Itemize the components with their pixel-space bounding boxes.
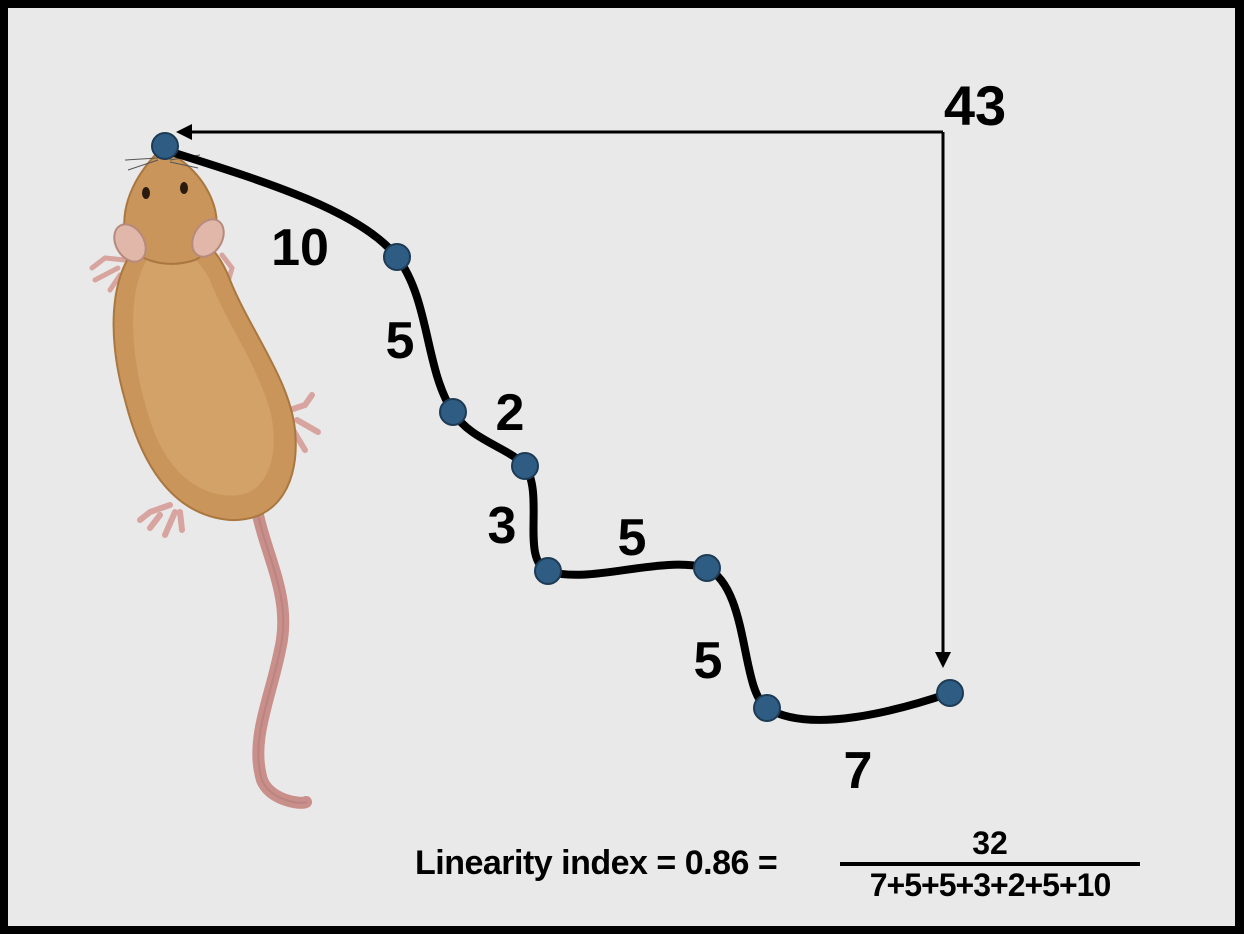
waypoint (511, 452, 539, 480)
formula-numerator: 32 (972, 825, 1008, 861)
segment-label: 5 (618, 509, 647, 567)
mouse-illustration (89, 148, 321, 809)
straight-line-arrow (176, 124, 951, 668)
segment-label: 10 (271, 219, 329, 277)
waypoints (151, 132, 964, 722)
waypoint (383, 243, 411, 271)
waypoint-start (151, 132, 179, 160)
linearity-formula: Linearity index = 0.86 = 32 7+5+5+3+2+5+… (415, 826, 1155, 906)
segment-label: 7 (844, 742, 873, 800)
formula-denominator: 7+5+5+3+2+5+10 (869, 867, 1112, 903)
waypoint (753, 694, 781, 722)
waypoint (439, 398, 467, 426)
waypoint (534, 557, 562, 585)
fraction-bar (840, 862, 1140, 866)
diagram-canvas: 43 10 5 2 3 5 5 7 Linearity index = 0.86… (8, 8, 1235, 926)
diagram-svg: 43 10 5 2 3 5 5 7 (89, 74, 1006, 809)
segment-label: 5 (694, 632, 723, 690)
segment-label: 2 (496, 384, 525, 442)
formula-left: Linearity index = 0.86 = (415, 844, 778, 882)
straight-distance-label: 43 (944, 74, 1006, 137)
segment-label: 3 (488, 497, 517, 555)
formula-fraction: 32 7+5+5+3+2+5+10 (840, 826, 1140, 902)
waypoint (693, 554, 721, 582)
segment-label: 5 (386, 312, 415, 370)
waypoint-end (936, 679, 964, 707)
